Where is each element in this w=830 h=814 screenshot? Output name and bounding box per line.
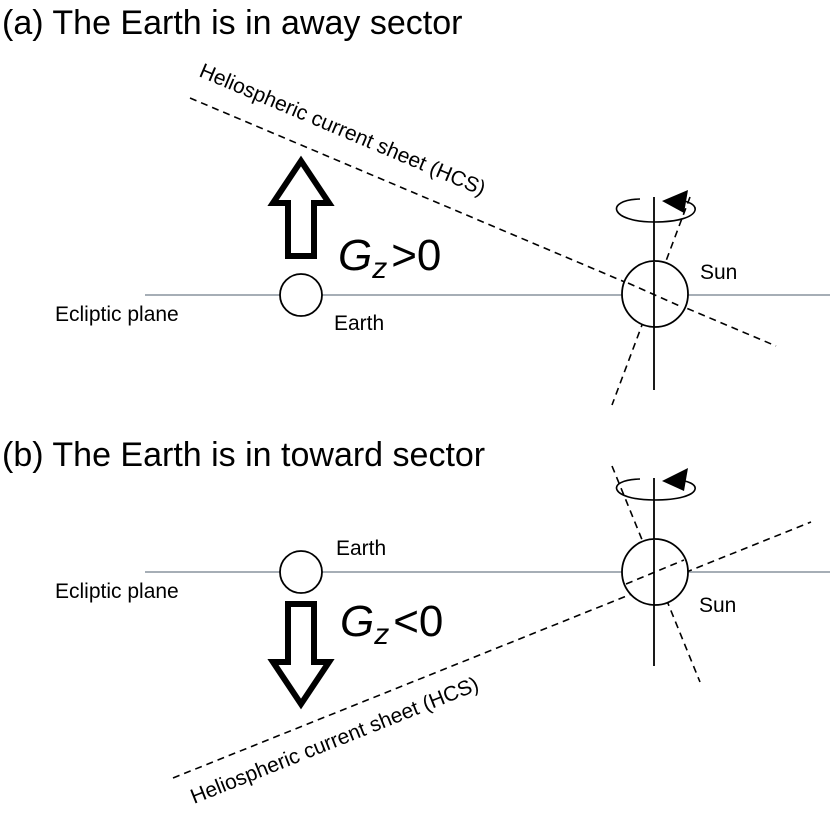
hollow-arrow-icon bbox=[267, 155, 335, 259]
hcs-line-b bbox=[172, 521, 812, 779]
earth-circle-a bbox=[279, 273, 323, 317]
field-label-a: Gz>0 bbox=[338, 231, 441, 285]
hcs-label-a: Heliospheric current sheet (HCS) bbox=[196, 59, 489, 200]
hcs-label-b: Heliospheric current sheet (HCS) bbox=[187, 673, 482, 809]
rotation-arrow-icon bbox=[615, 468, 696, 501]
panel-a-title: (a) The Earth is in away sector bbox=[2, 4, 462, 42]
ecliptic-label-b: Ecliptic plane bbox=[55, 580, 179, 603]
sun-label-a: Sun bbox=[700, 261, 737, 284]
sun-circle-b bbox=[621, 538, 689, 606]
panel-b-title: (b) The Earth is in toward sector bbox=[2, 436, 485, 474]
earth-circle-b bbox=[279, 550, 323, 594]
field-label-b: Gz<0 bbox=[340, 597, 443, 651]
hcs-inner-b bbox=[625, 559, 685, 585]
panel-b: (b) The Earth is in toward sector Eclipt… bbox=[2, 436, 830, 809]
sun-circle-a bbox=[621, 260, 689, 328]
ecliptic-label-a: Ecliptic plane bbox=[55, 303, 179, 326]
hcs-inner-a bbox=[627, 282, 683, 308]
rotation-arrow-icon bbox=[615, 190, 696, 223]
earth-label-b: Earth bbox=[336, 537, 386, 560]
magnetic-axis-b bbox=[611, 465, 701, 683]
hollow-arrow-icon bbox=[267, 601, 335, 710]
panel-a: (a) The Earth is in away sector Ecliptic… bbox=[2, 4, 830, 406]
earth-label-a: Earth bbox=[334, 312, 384, 335]
sun-label-b: Sun bbox=[699, 594, 736, 617]
hcs-line-a bbox=[189, 97, 777, 347]
